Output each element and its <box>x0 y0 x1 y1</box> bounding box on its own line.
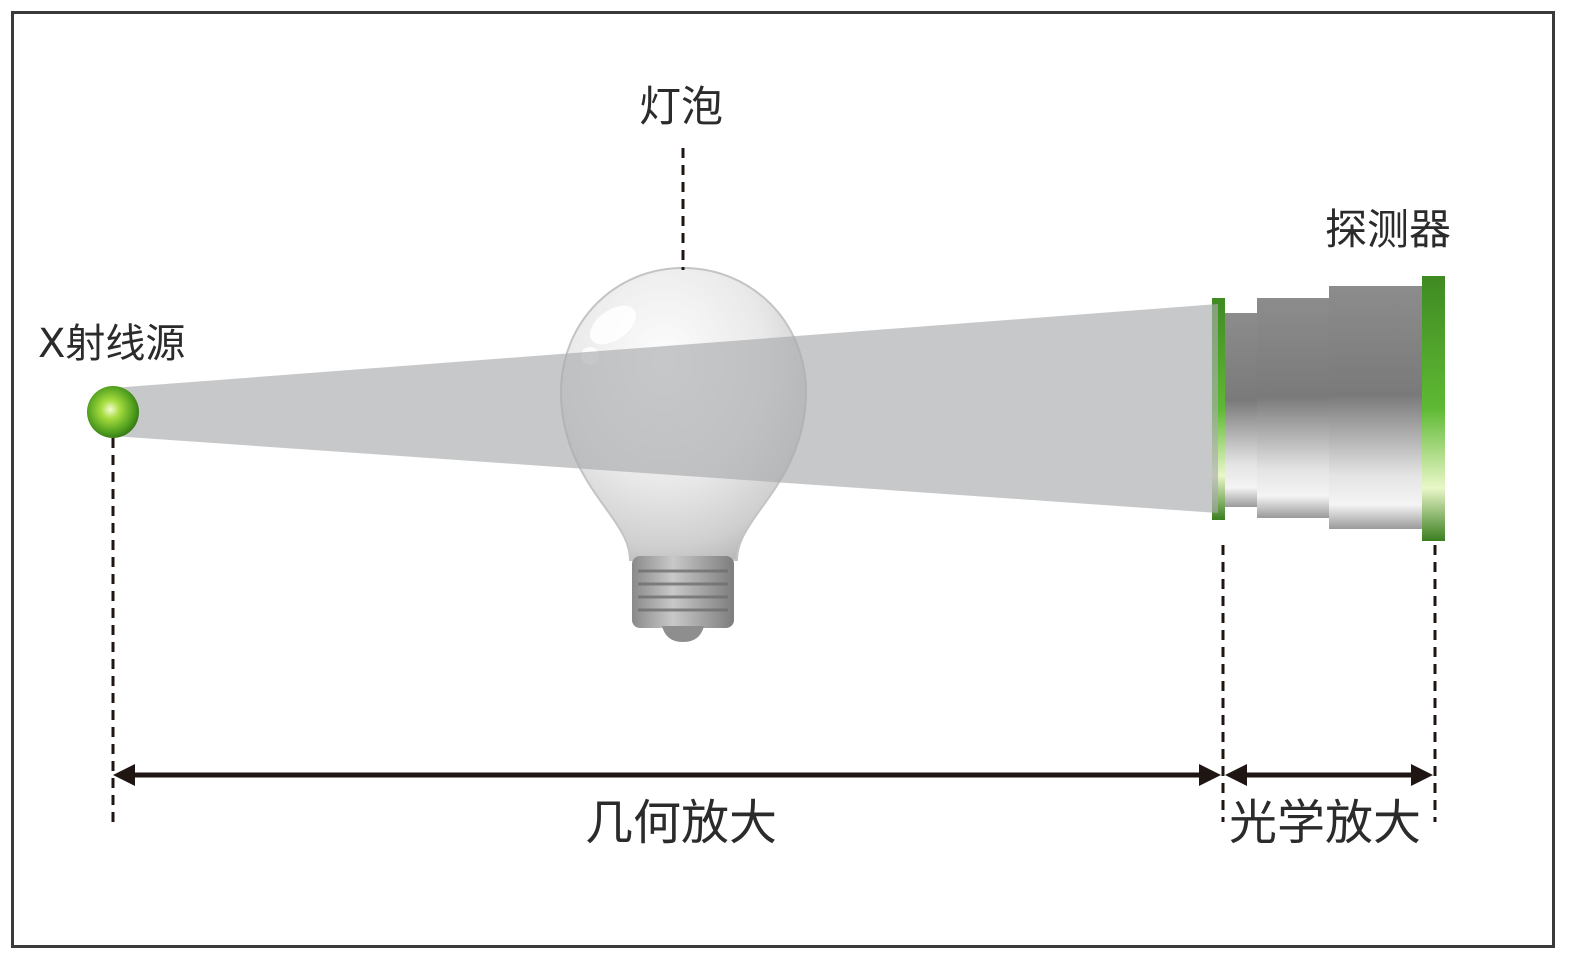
geometric-magnification-arrow <box>113 764 1221 786</box>
xray-beam <box>113 304 1218 513</box>
diagram-frame <box>11 11 1555 948</box>
bulb-label: 灯泡 <box>639 82 724 131</box>
optical-magnification-arrow <box>1225 764 1433 786</box>
xray-source-icon <box>87 386 139 438</box>
detector-label: 探测器 <box>1325 205 1452 254</box>
geometric-magnification-label: 几何放大 <box>585 795 778 851</box>
detector-icon <box>1212 276 1445 541</box>
xray-source-label: X射线源 <box>38 321 186 367</box>
optical-magnification-label: 光学放大 <box>1229 795 1422 851</box>
